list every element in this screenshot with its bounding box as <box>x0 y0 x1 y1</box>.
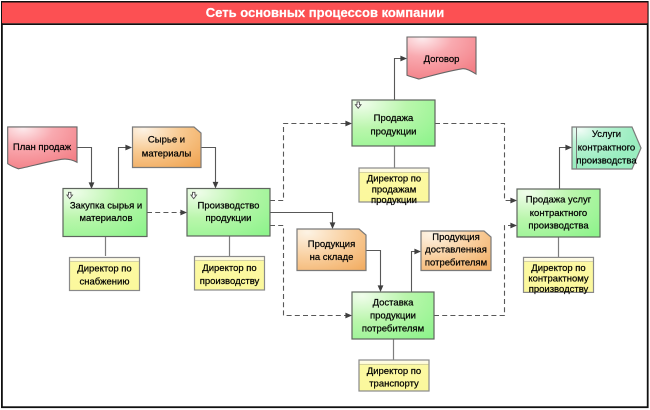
svg-text:производству: производству <box>529 284 589 295</box>
svg-text:продукции: продукции <box>370 310 416 321</box>
svg-text:производства: производства <box>576 155 637 166</box>
svg-text:производству: производству <box>200 276 260 287</box>
svg-text:Директор по: Директор по <box>531 263 585 274</box>
svg-text:Продажа: Продажа <box>374 113 414 124</box>
svg-text:потребителям: потребителям <box>425 257 487 268</box>
svg-text:Директор по: Директор по <box>367 173 421 184</box>
svg-text:материалы: материалы <box>142 149 192 160</box>
svg-text:Директор по: Директор по <box>202 263 256 274</box>
svg-text:контрактному: контрактному <box>528 274 588 285</box>
svg-text:контрактного: контрактного <box>530 208 587 219</box>
svg-text:снабжению: снабжению <box>80 277 130 288</box>
svg-text:Продукция: Продукция <box>432 232 480 243</box>
svg-text:доставленная: доставленная <box>425 245 487 256</box>
svg-text:Закупка сырья и: Закупка сырья и <box>70 200 142 211</box>
svg-text:на складе: на складе <box>310 252 354 263</box>
svg-text:продажам: продажам <box>372 184 417 195</box>
svg-text:Доставка: Доставка <box>373 297 415 308</box>
svg-text:Директор по: Директор по <box>77 264 131 275</box>
svg-text:продукции: продукции <box>205 213 251 224</box>
svg-text:Сырье и: Сырье и <box>148 135 185 146</box>
svg-text:потребителям: потребителям <box>362 323 424 334</box>
svg-text:Директор по: Директор по <box>367 366 421 377</box>
svg-text:транспорту: транспорту <box>369 379 419 390</box>
svg-text:Продажа услуг: Продажа услуг <box>526 194 592 205</box>
svg-text:Продукция: Продукция <box>308 239 356 250</box>
svg-text:производства: производства <box>528 220 589 231</box>
svg-text:продукции: продукции <box>370 127 416 138</box>
svg-text:Сеть основных процессов компан: Сеть основных процессов компании <box>206 5 444 20</box>
svg-text:продукции: продукции <box>371 195 417 206</box>
svg-text:Договор: Договор <box>424 54 460 65</box>
svg-text:контрактного: контрактного <box>578 143 635 154</box>
svg-text:Услуги: Услуги <box>592 129 621 140</box>
svg-text:План продаж: План продаж <box>13 142 72 153</box>
svg-text:Производство: Производство <box>198 200 260 211</box>
svg-text:материалов: материалов <box>80 213 133 224</box>
